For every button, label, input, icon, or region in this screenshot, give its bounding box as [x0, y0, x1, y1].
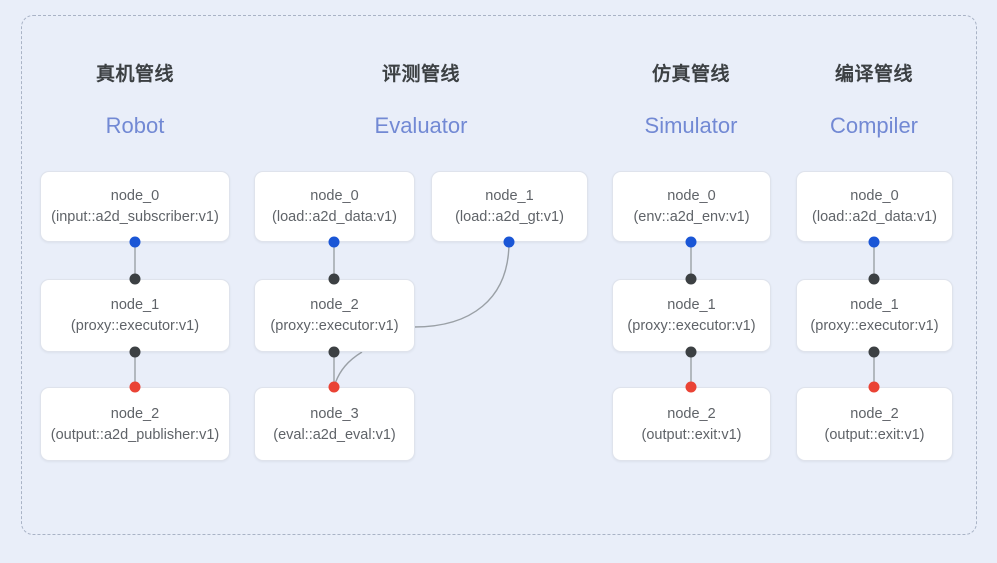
node-type: (proxy::executor:v1)	[70, 318, 200, 334]
node-evaluator-3[interactable]: node_3 (eval::a2d_eval:v1)	[254, 387, 415, 461]
node-name: node_1	[485, 188, 534, 204]
node-robot-1[interactable]: node_1 (proxy::executor:v1)	[40, 279, 230, 352]
port-out-simulator-1	[685, 346, 697, 358]
node-name: node_1	[850, 297, 899, 313]
node-type: (proxy::executor:v1)	[270, 318, 399, 334]
node-type: (output::exit:v1)	[824, 426, 925, 443]
node-evaluator-1[interactable]: node_1 (load::a2d_gt:v1)	[431, 171, 588, 242]
node-type: (load::a2d_data:v1)	[812, 209, 937, 225]
node-simulator-2[interactable]: node_2 (output::exit:v1)	[612, 387, 771, 461]
node-name: node_2	[850, 405, 899, 422]
node-type: (output::a2d_publisher:v1)	[50, 426, 220, 443]
column-title-en-robot: Robot	[105, 113, 165, 138]
port-out-simulator-0	[685, 236, 697, 248]
port-out-evaluator-2	[328, 346, 340, 358]
node-name: node_2	[310, 297, 359, 313]
port-out-robot-0	[129, 236, 141, 248]
node-robot-2[interactable]: node_2 (output::a2d_publisher:v1)	[40, 387, 230, 461]
node-compiler-2[interactable]: node_2 (output::exit:v1)	[796, 387, 953, 461]
node-type: (proxy::executor:v1)	[627, 318, 756, 334]
column-title-cn-evaluator: 评测管线	[381, 64, 460, 85]
port-in-compiler-2	[868, 381, 880, 393]
column-title-cn-robot: 真机管线	[95, 64, 174, 85]
node-name: node_0	[667, 188, 716, 204]
port-out-robot-1	[129, 346, 141, 358]
column-header-simulator: 仿真管线 Simulator	[611, 63, 771, 139]
node-evaluator-2[interactable]: node_2 (proxy::executor:v1)	[254, 279, 415, 352]
port-in-simulator-2	[685, 381, 697, 393]
port-in-evaluator-2	[328, 273, 340, 285]
node-name: node_1	[667, 297, 716, 313]
node-type: (input::a2d_subscriber:v1)	[51, 209, 219, 225]
node-type: (proxy::executor:v1)	[810, 318, 939, 334]
node-name: node_3	[310, 405, 359, 422]
port-out-evaluator-0	[328, 236, 340, 248]
node-robot-0[interactable]: node_0 (input::a2d_subscriber:v1)	[40, 171, 230, 242]
node-name: node_0	[110, 188, 160, 204]
column-title-cn-simulator: 仿真管线	[651, 64, 730, 85]
column-title-en-simulator: Simulator	[644, 113, 738, 138]
node-name: node_1	[110, 297, 160, 313]
node-compiler-1[interactable]: node_1 (proxy::executor:v1)	[796, 279, 953, 352]
column-title-cn-compiler: 编译管线	[834, 64, 913, 85]
port-out-evaluator-1	[503, 236, 515, 248]
port-in-evaluator-3	[328, 381, 340, 393]
node-name: node_2	[110, 405, 160, 422]
column-title-en-compiler: Compiler	[829, 113, 919, 138]
port-out-compiler-1	[868, 346, 880, 358]
column-header-compiler: 编译管线 Compiler	[794, 63, 954, 139]
node-type: (load::a2d_gt:v1)	[455, 209, 564, 225]
node-type: (eval::a2d_eval:v1)	[273, 426, 396, 443]
port-in-simulator-1	[685, 273, 697, 285]
column-header-evaluator: 评测管线 Evaluator	[341, 63, 501, 139]
port-in-robot-1	[129, 273, 141, 285]
node-simulator-1[interactable]: node_1 (proxy::executor:v1)	[612, 279, 771, 352]
node-type: (env::a2d_env:v1)	[633, 209, 750, 225]
port-in-robot-2	[129, 381, 141, 393]
node-type: (load::a2d_data:v1)	[272, 209, 397, 225]
port-out-compiler-0	[868, 236, 880, 248]
column-title-en-evaluator: Evaluator	[374, 113, 468, 138]
column-header-robot: 真机管线 Robot	[55, 63, 215, 139]
node-type: (output::exit:v1)	[641, 426, 742, 443]
node-name: node_2	[667, 405, 716, 422]
port-in-compiler-1	[868, 273, 880, 285]
node-simulator-0[interactable]: node_0 (env::a2d_env:v1)	[612, 171, 771, 242]
node-name: node_0	[310, 188, 359, 204]
node-compiler-0[interactable]: node_0 (load::a2d_data:v1)	[796, 171, 953, 242]
node-name: node_0	[850, 188, 899, 204]
node-evaluator-0[interactable]: node_0 (load::a2d_data:v1)	[254, 171, 415, 242]
